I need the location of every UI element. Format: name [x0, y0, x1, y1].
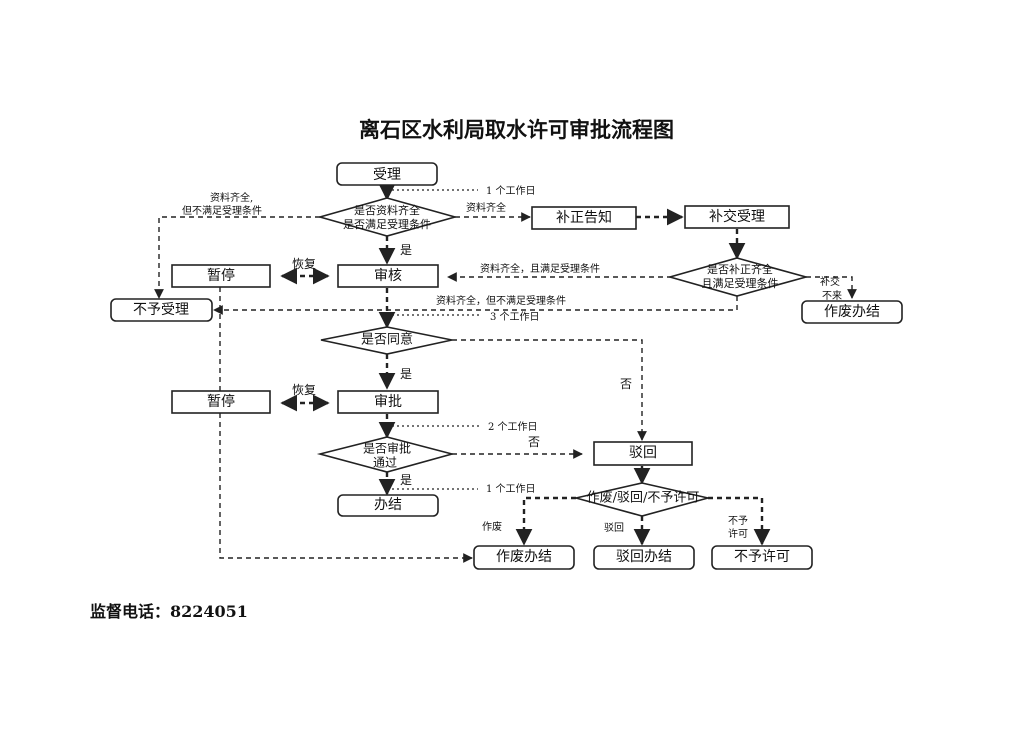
- svg-text:作废/驳回/不予许可: 作废/驳回/不予许可: [587, 490, 700, 506]
- node-agree: 是否同意: [320, 326, 453, 355]
- page-title: 离石区水利局取水许可审批流程图: [359, 117, 674, 142]
- svg-text:作废办结: 作废办结: [496, 549, 552, 565]
- node-accept: 受理: [336, 162, 438, 186]
- label-one-day-top: 1 个工作日: [486, 185, 536, 197]
- svg-text:补正告知: 补正告知: [556, 209, 612, 226]
- node-deny-permit: 不予许可: [711, 545, 813, 570]
- label-complete-docs: 资料齐全: [466, 201, 506, 214]
- node-void-close: 作废办结: [473, 545, 575, 570]
- label-complete-meet: 资料齐全，且满足受理条件: [480, 262, 600, 275]
- label-yes-1: 是: [400, 243, 412, 257]
- svg-text:暂停: 暂停: [207, 267, 235, 284]
- label-yes-2: 是: [400, 367, 412, 381]
- svg-text:是否同意: 是否同意: [361, 332, 413, 348]
- label-one-day-bottom: 1 个工作日: [486, 483, 536, 495]
- svg-text:是否补正齐全: 是否补正齐全: [707, 262, 773, 276]
- node-supp-check: 是否补正齐全 且满足受理条件: [667, 257, 810, 297]
- node-supplement-accept: 补交受理: [684, 205, 790, 229]
- label-incomplete-1: 资料齐全,: [210, 191, 253, 204]
- edge-outcome-void: [515, 496, 576, 546]
- node-outcome-q: 作废/驳回/不予许可: [575, 482, 709, 517]
- node-review: 审核: [337, 264, 439, 288]
- node-approved-q: 是否审批 通过: [316, 436, 456, 473]
- label-resume-1: 恢复: [292, 257, 316, 271]
- node-void-close-top: 作废办结: [801, 300, 903, 324]
- label-supp-no-2: 不来: [822, 290, 842, 302]
- svg-text:暂停: 暂停: [207, 393, 235, 410]
- svg-text:审核: 审核: [374, 268, 402, 284]
- svg-text:审批: 审批: [374, 394, 402, 410]
- label-void: 作废: [482, 520, 502, 533]
- node-check-docs: 是否资料齐全 是否满足受理条件: [317, 197, 458, 237]
- label-deny-1: 不予: [728, 515, 748, 527]
- svg-text:办结: 办结: [374, 497, 402, 513]
- node-approve: 审批: [337, 390, 439, 414]
- label-two-days: 2 个工作日: [488, 421, 538, 433]
- label-yes-3: 是: [400, 473, 412, 487]
- edge-pause-void: [219, 287, 473, 563]
- edge-agree-rejectback: [452, 339, 647, 441]
- node-pause1: 暂停: [171, 264, 271, 288]
- svg-text:驳回: 驳回: [629, 445, 657, 461]
- edge-outcome-deny: [708, 496, 771, 546]
- node-pause2: 暂停: [171, 390, 271, 414]
- svg-text:是否满足受理条件: 是否满足受理条件: [343, 217, 431, 231]
- node-done: 办结: [337, 494, 439, 517]
- svg-text:受理: 受理: [373, 167, 401, 183]
- svg-text:不予许可: 不予许可: [734, 549, 790, 565]
- node-reject-accept: 不予受理: [110, 298, 213, 322]
- label-no-agree: 否: [620, 377, 632, 391]
- svg-text:不予受理: 不予受理: [133, 302, 189, 318]
- node-reject-close: 驳回办结: [593, 545, 695, 570]
- label-supp-no-1: 补交: [820, 275, 840, 288]
- svg-text:是否资料齐全: 是否资料齐全: [354, 203, 420, 217]
- label-reject: 驳回: [604, 522, 624, 534]
- node-correction-notice: 补正告知: [531, 206, 637, 230]
- svg-text:且满足受理条件: 且满足受理条件: [702, 276, 779, 290]
- svg-text:驳回办结: 驳回办结: [616, 549, 672, 565]
- label-incomplete-2: 但不满足受理条件: [182, 204, 262, 217]
- label-complete-not-meet: 资料齐全，但不满足受理条件: [436, 294, 566, 307]
- label-deny-2: 许可: [728, 528, 748, 540]
- label-resume-2: 恢复: [292, 383, 316, 397]
- supervision-phone: 监督电话：8224051: [90, 602, 248, 621]
- edge-check2-void: [806, 276, 857, 299]
- label-three-days: 3 个工作日: [490, 311, 540, 323]
- svg-text:补交受理: 补交受理: [709, 208, 765, 225]
- svg-text:是否审批: 是否审批: [363, 441, 411, 456]
- label-no-approve: 否: [528, 435, 540, 449]
- svg-text:通过: 通过: [373, 456, 397, 470]
- edge-check2-reject: [213, 296, 738, 315]
- svg-text:作废办结: 作废办结: [824, 304, 880, 320]
- node-reject-back: 驳回: [593, 441, 693, 466]
